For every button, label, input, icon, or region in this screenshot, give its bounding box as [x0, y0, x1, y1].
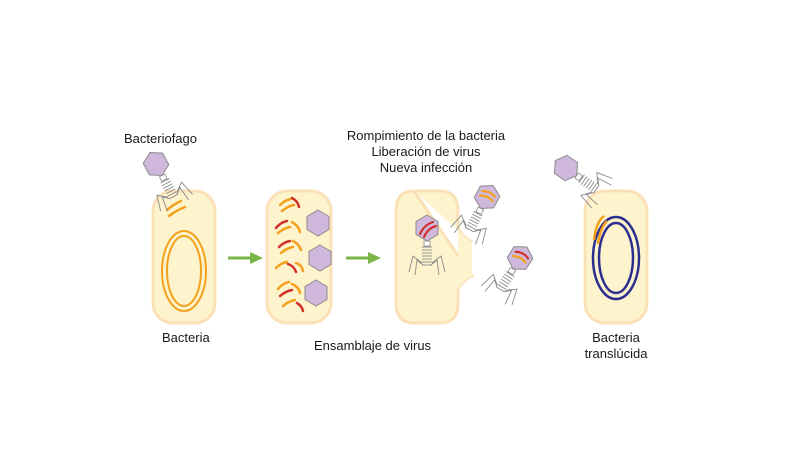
bacterium-cell-1 [151, 189, 217, 325]
released-phage-1 [448, 176, 510, 248]
released-phage-2 [479, 236, 543, 308]
label-lysis-line1: Rompimiento de la bacteria [346, 128, 506, 143]
phage-inside-cell-3 [408, 214, 446, 276]
arrow-2 [346, 252, 381, 264]
label-lysis-line2: Liberación de virus [371, 144, 481, 159]
label-lysis-title: Rompimiento de la bacteria Liberación de… [347, 128, 505, 176]
label-assembly: Ensamblaje de virus [314, 338, 432, 353]
label-translucent-line1: Bacteria [592, 330, 640, 345]
label-lysis-line3: Nueva infección [379, 160, 473, 175]
label-translucent-line2: translúcida [584, 346, 648, 361]
bacterium-cell-3-lysis [394, 189, 475, 325]
bacterium-cell-2-assembly [265, 189, 333, 325]
label-bacterium: Bacteria [162, 330, 210, 345]
label-translucent: Bacteria translúcida [585, 330, 648, 362]
bacterium-cell-4-translucent [583, 189, 649, 325]
label-bacteriophage: Bacteriofago [124, 131, 197, 146]
arrow-1 [228, 252, 263, 264]
